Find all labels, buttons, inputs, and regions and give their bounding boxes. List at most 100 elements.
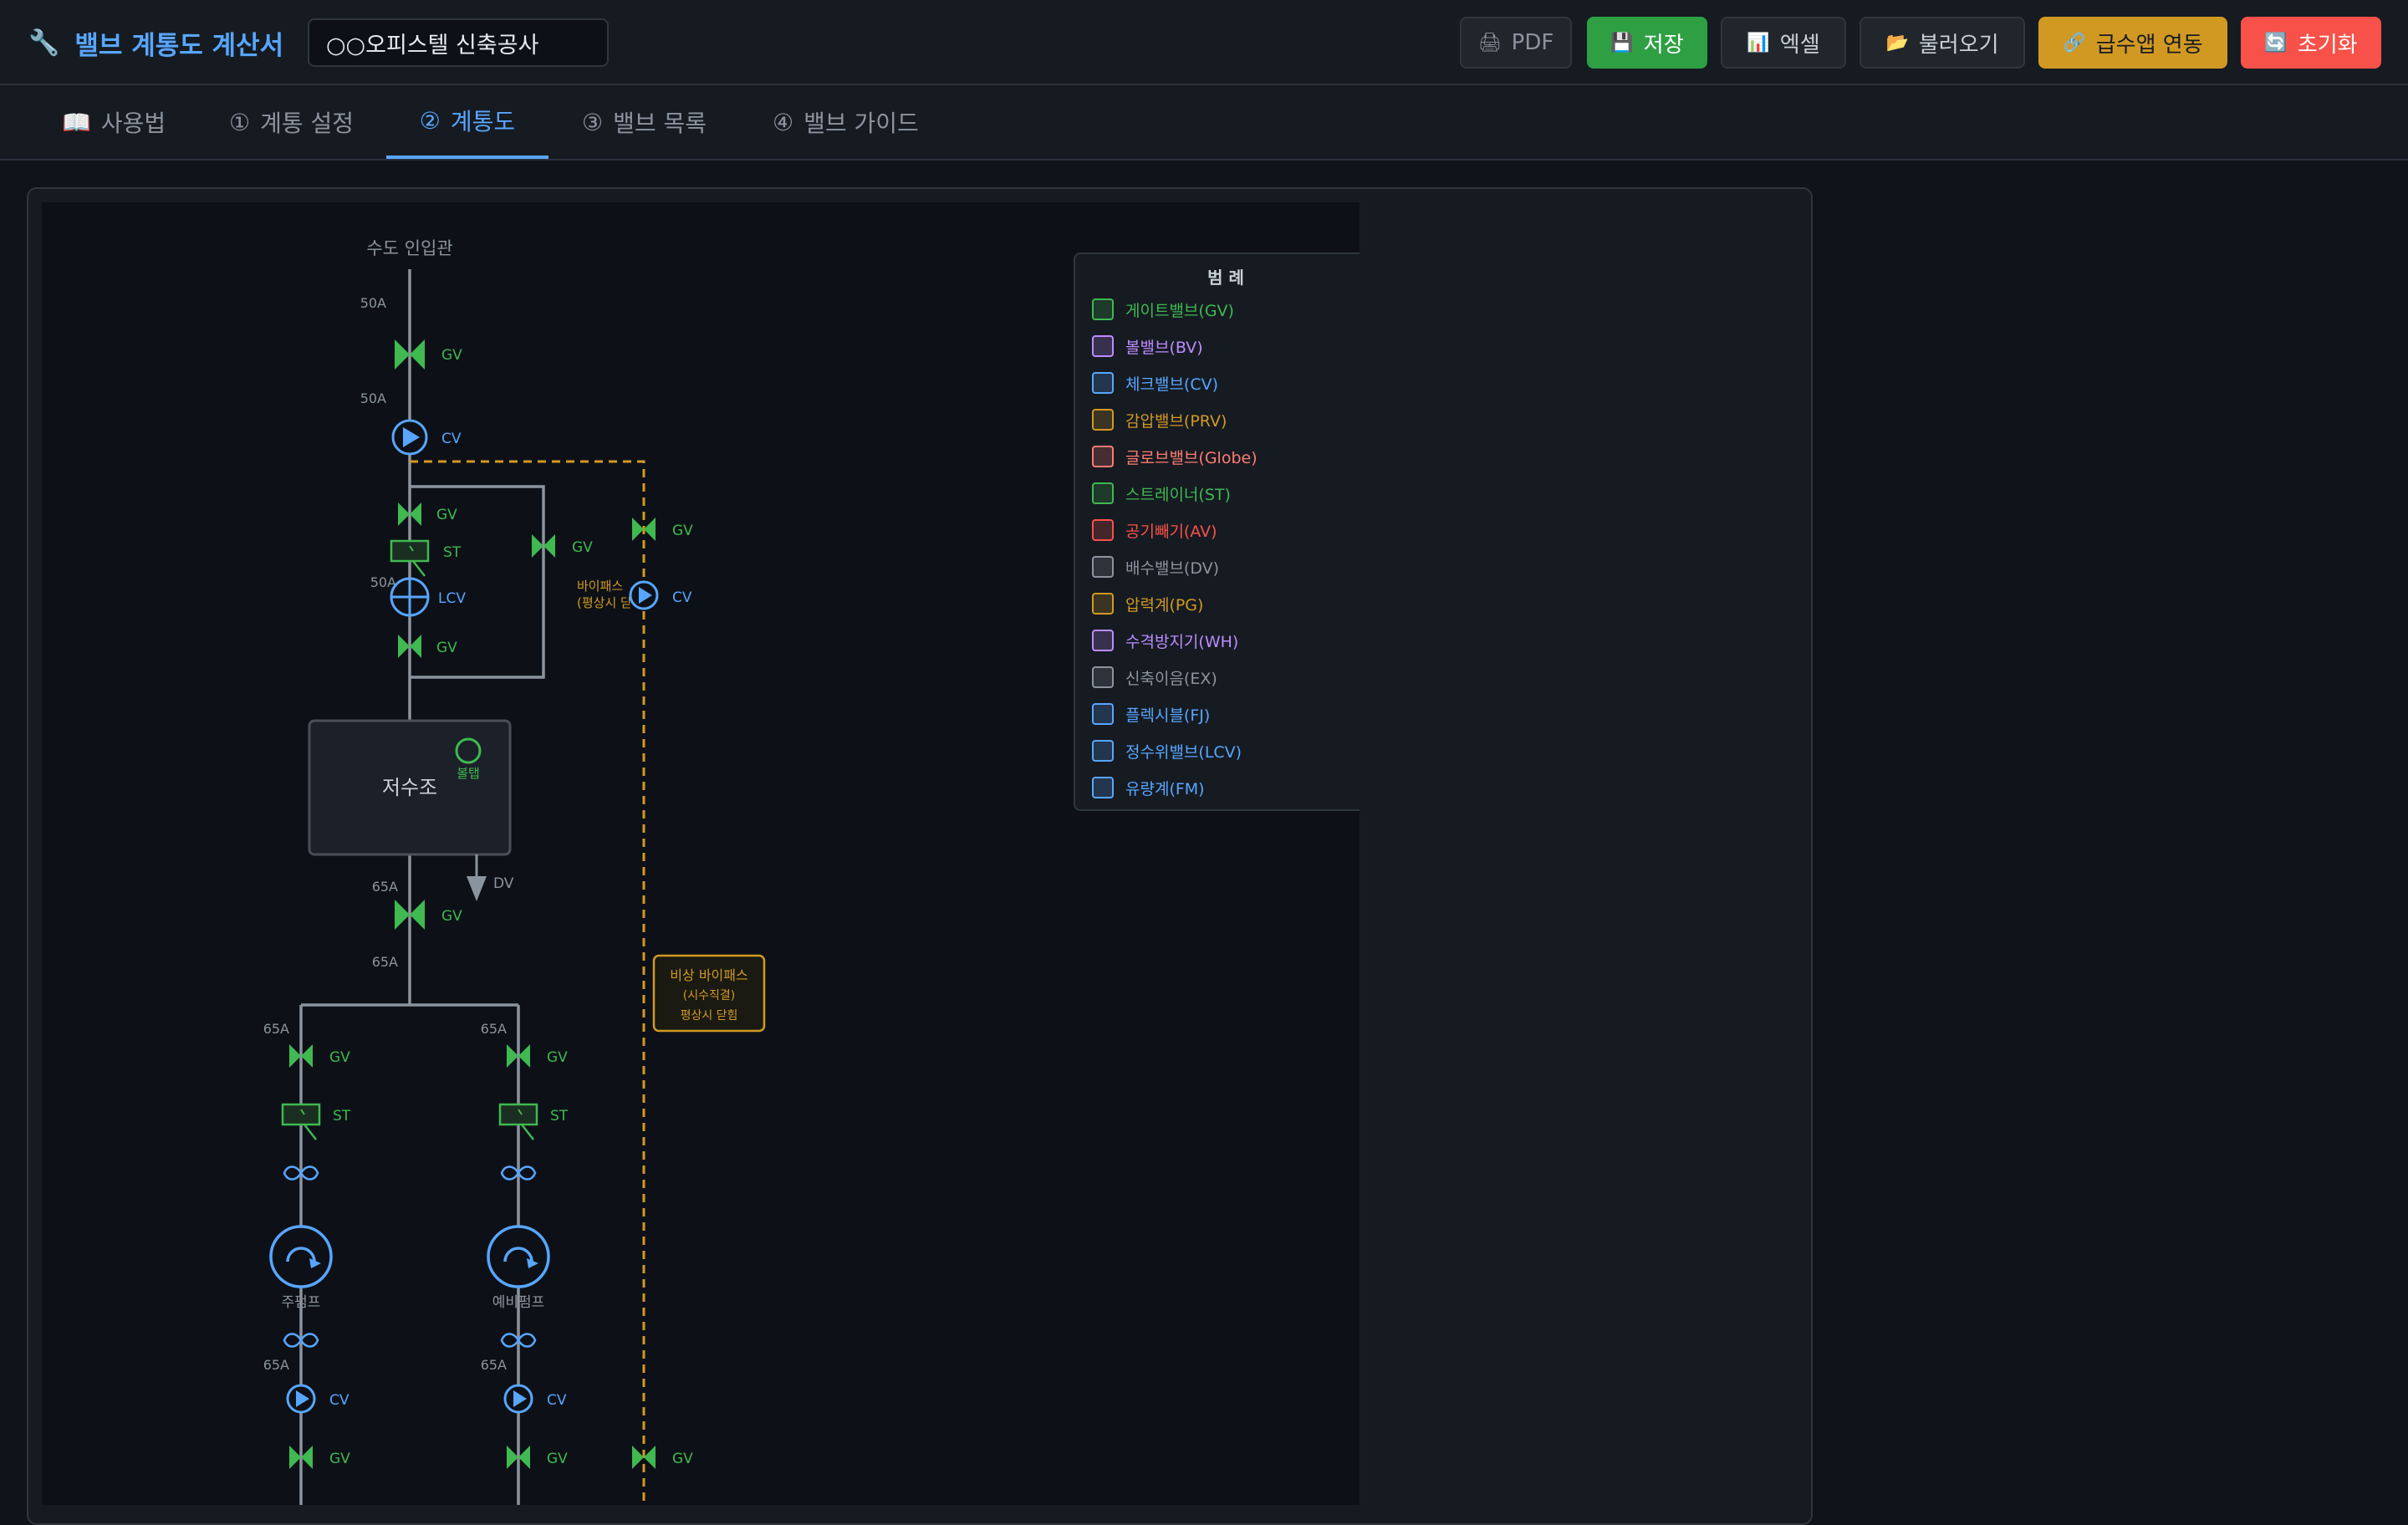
tab-usage[interactable]: 📖 사용법 [62,85,166,159]
st-label: ST [333,1108,351,1125]
gv-label: GV [329,1451,350,1467]
legend-swatch [1092,482,1114,504]
load-button[interactable]: 📂 불러오기 [1860,17,2025,69]
step-number: ① [229,108,251,136]
gv-label: GV [572,539,593,556]
wrench-icon: 🔧 [28,28,60,58]
legend-item: 플렉시블(FJ) [1092,699,1210,729]
dv-label: DV [493,875,514,892]
save-button[interactable]: 💾 저장 [1587,17,1707,69]
legend-item: 볼밸브(BV) [1092,331,1203,361]
legend-label: 스트레이너(ST) [1125,485,1231,504]
reservoir-tank [308,719,512,856]
emergency-bypass-label: 비상 바이패스 [670,967,747,983]
pipe-size-label: 65A [372,954,398,970]
pipe-size-label: 65A [481,1357,507,1373]
tab-label: 계통 설정 [260,110,355,137]
gv-label: GV [436,507,457,523]
tab-bar: 📖 사용법 ① 계통 설정 ② 계통도 ③ 밸브 목록 ④ 밸브 가이드 [0,85,2408,161]
legend-label: 신축이음(EX) [1125,669,1217,688]
tab-valve-list[interactable]: ③ 밸브 목록 [582,85,707,159]
tab-system-settings[interactable]: ① 계통 설정 [229,85,354,159]
lcv-label: LCV [438,590,466,607]
legend-label: 감압밸브(PRV) [1125,411,1227,431]
st-label: ST [550,1108,569,1125]
ball-tap-icon [455,737,482,764]
legend-label: 플렉시블(FJ) [1125,706,1211,725]
pipe-size-label: 65A [372,879,398,895]
diagram-canvas[interactable]: 저수조 볼탭 DV 수도 인입관 50A GV 50A CV GV ST 50A… [42,202,1360,1505]
check-valve-icon [391,419,428,456]
main-pump-label: 주펌프 [282,1294,321,1311]
gv-label: GV [672,1451,693,1467]
legend-item: 압력계(PG) [1092,589,1203,619]
link-water-app-button[interactable]: 🔗 급수앱 연동 [2038,17,2227,69]
cv-label: CV [329,1392,349,1409]
tab-label: 사용법 [100,110,166,137]
legend-swatch [1092,298,1114,320]
link-button-label: 급수앱 연동 [2095,32,2203,58]
load-button-label: 불러오기 [1918,32,1999,58]
legend-swatch [1092,703,1114,725]
legend-item: 수격방지기(WH) [1092,625,1238,655]
pump-icon [269,1225,333,1288]
legend-swatch [1092,519,1114,541]
reset-button[interactable]: 🔄 초기화 [2241,17,2381,69]
cv-label: CV [547,1392,567,1409]
legend-swatch [1092,556,1114,578]
legend-label: 유량계(FM) [1125,779,1205,798]
legend-label: 배수밸브(DV) [1125,558,1220,578]
link-icon: 🔗 [2063,32,2086,54]
legend-item: 유량계(FM) [1092,773,1205,803]
legend-box: 범 례 게이트밸브(GV)볼밸브(BV)체크밸브(CV)감압밸브(PRV)글로브… [1074,252,1360,811]
pipe-size-label: 65A [263,1357,289,1373]
step-number: ④ [773,108,794,136]
tab-label: 계통도 [450,108,516,135]
legend-title: 범 례 [1207,268,1244,288]
pipe-size-label: 50A [370,574,396,590]
legend-item: 스트레이너(ST) [1092,478,1231,508]
chart-icon: 📊 [1747,32,1770,54]
gate-valve-icon [632,518,656,541]
legend-label: 체크밸브(CV) [1125,375,1219,394]
pipe-size-label: 50A [360,390,386,406]
tab-valve-guide[interactable]: ④ 밸브 가이드 [773,85,919,159]
legend-label: 정수위밸브(LCV) [1125,742,1242,762]
cv-label: CV [672,589,692,606]
gv-label: GV [547,1451,568,1467]
drain-valve-icon [467,876,487,901]
gv-label: GV [441,347,462,364]
pipe-size-label: 65A [481,1021,507,1037]
excel-button[interactable]: 📊 엑셀 [1721,17,1846,69]
level-control-valve-icon [390,577,430,617]
floppy-icon: 💾 [1610,32,1634,54]
book-icon: 📖 [62,108,91,136]
legend-item: 신축이음(EX) [1092,662,1217,692]
legend-label: 공기빼기(AV) [1125,522,1217,541]
tab-system-diagram[interactable]: ② 계통도 [386,85,548,159]
save-button-label: 저장 [1643,32,1684,58]
spare-pump-label: 예비펌프 [492,1294,545,1311]
system-diagram-svg: 저수조 볼탭 DV 수도 인입관 50A GV 50A CV GV ST 50A… [263,238,766,1505]
legend-label: 글로브밸브(Globe) [1125,448,1258,467]
pdf-button[interactable]: 🖨 PDF [1460,17,1572,69]
legend-item: 정수위밸브(LCV) [1092,736,1242,766]
legend-label: 압력계(PG) [1125,595,1204,615]
reservoir-label: 저수조 [382,776,437,799]
project-name-input[interactable] [308,18,609,67]
legend-label: 볼밸브(BV) [1125,338,1203,357]
inlet-label: 수도 인입관 [366,238,452,258]
gv-label: GV [672,523,693,539]
bypass-label: 바이패스 [577,579,623,594]
folder-icon: 📂 [1885,32,1909,54]
app-header: 🔧 밸브 계통도 계산서 🖨 PDF 💾 저장 📊 엑셀 📂 불러오기 🔗 급수… [0,0,2408,85]
reset-button-label: 초기화 [2297,32,2358,58]
bypass-label: (평상시 닫 [577,595,632,610]
emergency-bypass-box [652,954,766,1033]
bypass-dashed-line [410,460,645,1505]
tab-label: 밸브 가이드 [804,110,919,137]
pipe-size-label: 50A [360,295,386,311]
gv-label: GV [329,1049,350,1066]
legend-swatch [1092,446,1114,467]
legend-label: 수격방지기(WH) [1125,632,1239,651]
